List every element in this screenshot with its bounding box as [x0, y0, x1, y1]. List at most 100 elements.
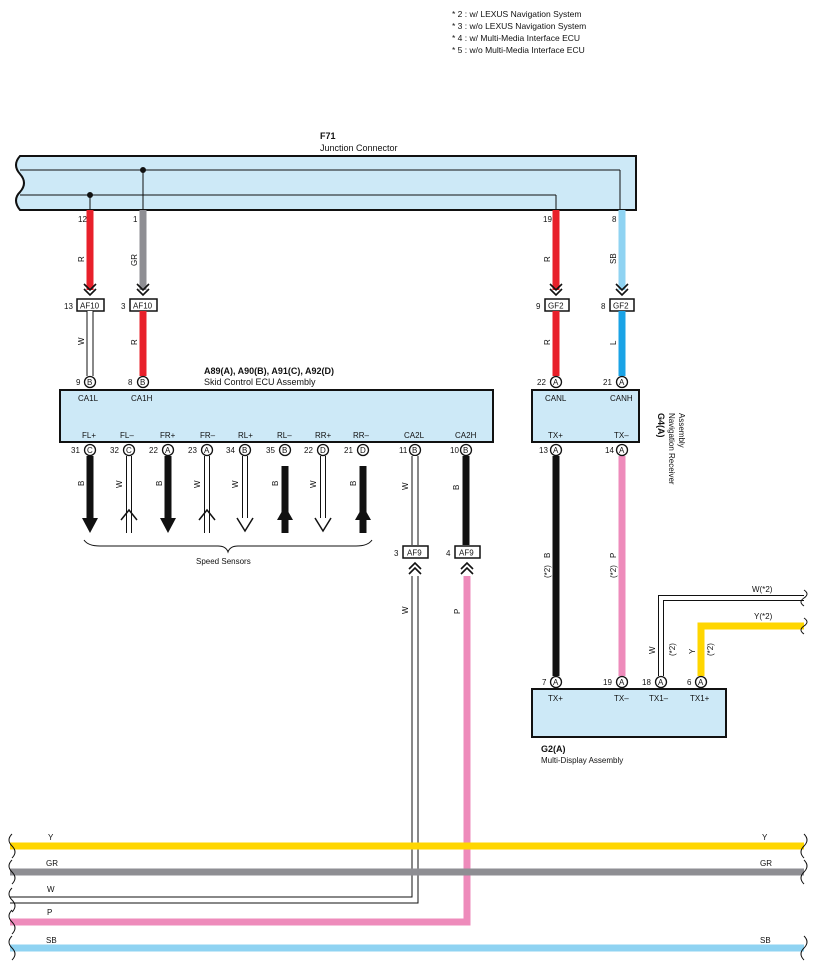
note-line: * 4 : w/ Multi-Media Interface ECU [452, 33, 581, 43]
pin-num: 32 [110, 446, 119, 455]
pin-conn: A [165, 446, 171, 455]
speed-sensors-brace [83, 539, 373, 554]
inline-connector-af9-b: AF9 4 [446, 545, 481, 559]
pin-num: 19 [603, 678, 612, 687]
bus-label: GR [760, 859, 772, 868]
connector-num: 3 [121, 302, 126, 311]
pin-conn: B [140, 378, 145, 387]
note-line: * 2 : w/ LEXUS Navigation System [452, 9, 582, 19]
display-box [531, 688, 727, 738]
pin-conn: B [412, 446, 417, 455]
wire-label: (*2) [668, 643, 677, 656]
pin-conn: D [320, 446, 326, 455]
nav-name-line1: Navigation Receiver [667, 413, 676, 485]
pin-conn: C [126, 446, 132, 455]
connector-id: AF9 [407, 549, 422, 558]
pin-num: 14 [605, 446, 614, 455]
junction-code: F71 [320, 131, 336, 141]
connector-id: AF9 [459, 549, 474, 558]
connector-num: 9 [536, 302, 541, 311]
wire-label: P [453, 609, 462, 614]
pin-num: 18 [642, 678, 651, 687]
notes-legend: * 2 : w/ LEXUS Navigation System * 3 : w… [452, 8, 586, 56]
pin-conn: B [282, 446, 287, 455]
pin-conn: B [242, 446, 247, 455]
pin-num: 13 [539, 446, 548, 455]
junction-name: Junction Connector [320, 143, 398, 153]
note-line: * 5 : w/o Multi-Media Interface ECU [452, 45, 585, 55]
pin-num: 23 [188, 446, 197, 455]
bus-label: W [47, 885, 55, 894]
pin-conn: A [658, 678, 664, 687]
inline-connector-gf2-b: GF2 8 [601, 298, 635, 312]
pin-conn: A [619, 378, 625, 387]
pin-ca1h: B 8 CA1H [128, 375, 153, 403]
wire-white-drop [10, 576, 419, 904]
pin-label: TX1+ [690, 694, 710, 703]
junction-pin-num: 19 [543, 215, 552, 224]
wire-pink-drop [10, 576, 471, 926]
junction-pin-num: 12 [78, 215, 87, 224]
pin-label: TX+ [548, 431, 563, 440]
wire-label: (*2) [609, 565, 618, 578]
wire-yellow-tx1p [697, 622, 804, 676]
wire-label: B [349, 481, 358, 486]
pin-label: CANL [545, 394, 567, 403]
pin-label: FR+ [160, 431, 176, 440]
pin-label: TX– [614, 694, 629, 703]
wire-label: (*2) [543, 565, 552, 578]
wire-label: W [309, 480, 318, 488]
pin-conn: A [619, 446, 625, 455]
pin-num: 8 [128, 378, 133, 387]
pin-num: 21 [603, 378, 612, 387]
nav-bottom-pins: TX+ TX– A A 13 14 [539, 431, 629, 676]
pin-conn: A [698, 678, 704, 687]
pin-conn: A [553, 378, 559, 387]
inline-connector-af10-a: AF10 13 [64, 298, 105, 312]
junction-pin-num: 8 [612, 215, 617, 224]
wire-label: B [271, 481, 280, 486]
pin-conn: A [204, 446, 210, 455]
display-code: G2(A) [541, 744, 566, 754]
pin-label: TX– [614, 431, 629, 440]
chevron-up-icon [408, 561, 474, 575]
right-label-w: W(*2) [752, 585, 773, 594]
wire-label: Y [688, 648, 697, 654]
junction-internal-lines [20, 167, 621, 210]
pin-label: CA1H [131, 394, 153, 403]
wire-label: R [543, 339, 552, 345]
pin-num: 7 [542, 678, 547, 687]
wire-label: W [401, 606, 410, 614]
pin-label: RL+ [238, 431, 253, 440]
pin-num: 6 [687, 678, 692, 687]
pin-conn: D [360, 446, 366, 455]
pin-conn: B [463, 446, 468, 455]
pin-label: CA2H [455, 431, 477, 440]
junction-pin-num: 1 [133, 215, 138, 224]
pin-label: RL– [277, 431, 292, 440]
bus-label: GR [46, 859, 58, 868]
wire-label: W [193, 480, 202, 488]
pin-num: 31 [71, 446, 80, 455]
bus-label: Y [48, 833, 54, 842]
wire-label: W [115, 480, 124, 488]
pin-num: 21 [344, 446, 353, 455]
pin-label: RR+ [315, 431, 332, 440]
skid-ecu-name: Skid Control ECU Assembly [204, 377, 316, 387]
junction-box [15, 155, 637, 211]
wire-label: GR [130, 254, 139, 266]
wire-label: L [609, 340, 618, 345]
display-pins: A A A A 7 19 18 6 TX+ TX– TX1– TX1+ [542, 675, 710, 703]
bus-label: SB [46, 936, 57, 945]
wire-label: W [648, 646, 657, 654]
pin-label: FR– [200, 431, 216, 440]
pin-num: 11 [399, 446, 408, 455]
pin-num: 34 [226, 446, 235, 455]
wire-label: SB [609, 253, 618, 264]
inline-connector-af9-a: AF9 3 [394, 545, 429, 559]
pin-num: 22 [304, 446, 313, 455]
bus-label: P [47, 908, 52, 917]
pin-label: FL– [120, 431, 134, 440]
bus-break-marks [8, 833, 808, 961]
